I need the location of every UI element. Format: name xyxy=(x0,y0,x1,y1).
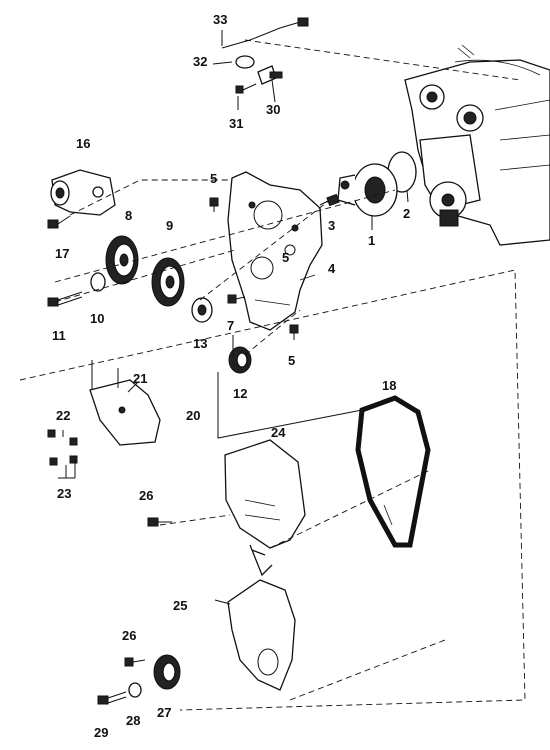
callout-5b: 5 xyxy=(282,250,289,265)
callout-26b: 26 xyxy=(122,628,136,643)
callout-2: 2 xyxy=(403,206,410,221)
tensioner xyxy=(50,169,116,216)
bolt xyxy=(209,197,219,212)
bolt xyxy=(124,657,146,667)
callout-33: 33 xyxy=(213,12,227,27)
lower-front-cover xyxy=(227,579,296,691)
callout-5c: 5 xyxy=(288,353,295,368)
callout-21: 21 xyxy=(133,371,147,386)
bolt xyxy=(147,517,172,527)
callout-4: 4 xyxy=(328,261,336,276)
callout-18: 18 xyxy=(382,378,396,393)
callout-5a: 5 xyxy=(210,171,217,186)
bolt xyxy=(47,215,71,229)
callout-1: 1 xyxy=(368,233,375,248)
callout-23: 23 xyxy=(57,486,71,501)
crankshaft-sprocket xyxy=(153,654,181,690)
camshaft-gear xyxy=(105,235,139,285)
callout-17: 17 xyxy=(55,246,69,261)
callout-12: 12 xyxy=(233,386,247,401)
water-pump xyxy=(337,163,398,217)
idler-pulley xyxy=(191,297,213,323)
callout-16: 16 xyxy=(76,136,90,151)
callout-20: 20 xyxy=(186,408,200,423)
callout-29: 29 xyxy=(94,725,108,740)
rear-cover xyxy=(227,171,323,331)
bolt xyxy=(47,291,83,307)
callout-8: 8 xyxy=(125,208,132,223)
camshaft-gear xyxy=(151,257,185,307)
callout-30: 30 xyxy=(266,102,280,117)
timing-belt xyxy=(355,395,431,548)
callout-3: 3 xyxy=(328,218,335,233)
upper-front-cover xyxy=(224,439,306,549)
callout-27: 27 xyxy=(157,705,171,720)
washer xyxy=(90,272,106,292)
callout-28: 28 xyxy=(126,713,140,728)
callout-10: 10 xyxy=(90,311,104,326)
callout-26a: 26 xyxy=(139,488,153,503)
idler-pulley xyxy=(228,346,252,374)
bolt xyxy=(227,294,246,304)
washer xyxy=(128,682,142,698)
crank-position-sensor xyxy=(221,17,309,94)
engine-block xyxy=(404,44,550,246)
callout-7: 7 xyxy=(227,318,234,333)
callout-22: 22 xyxy=(56,408,70,423)
leader-lines xyxy=(19,30,526,711)
callout-31: 31 xyxy=(229,116,243,131)
callout-9: 9 xyxy=(166,218,173,233)
callout-labels: 1 2 3 4 5 5 5 7 8 9 10 11 12 13 16 17 18… xyxy=(52,12,410,740)
callout-11: 11 xyxy=(52,328,66,343)
bolt xyxy=(47,429,78,466)
callout-25: 25 xyxy=(173,598,187,613)
callout-24: 24 xyxy=(271,425,286,440)
bolt xyxy=(289,324,299,340)
tensioner-bracket xyxy=(89,360,161,446)
callout-13: 13 xyxy=(193,336,207,351)
bolt xyxy=(97,691,127,705)
callout-32: 32 xyxy=(193,54,207,69)
